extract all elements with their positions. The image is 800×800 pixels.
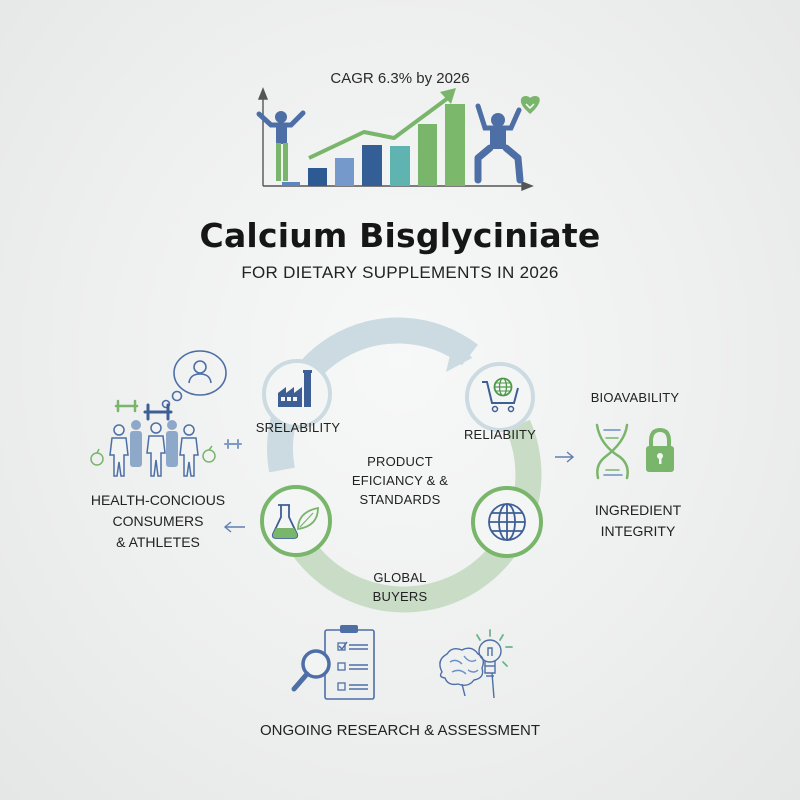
dumbbell-icon [114, 399, 242, 449]
node-label-reliabiity: RELIABIITY [463, 427, 537, 442]
consumers-athletes-label: HEALTH-CONCIOUS CONSUMERS & ATHLETES [90, 492, 226, 550]
trend-arrow-icon [308, 88, 456, 160]
arrow-right-icon [555, 451, 575, 463]
dna-icon [595, 423, 629, 480]
page-subtitle: FOR DIETARY SUPPLEMENTS IN 2026 [241, 263, 559, 282]
factory-icon [278, 370, 312, 407]
people-group-icon [109, 420, 199, 477]
node-label-srelability: SRELABILITY [255, 420, 341, 435]
flask-leaf-icon [271, 504, 319, 539]
global-buyers-label: GLOBAL BUYERS [372, 570, 428, 604]
apple-icon [90, 445, 216, 466]
shopping-cart-globe-icon [482, 377, 519, 413]
bar-1 [282, 182, 300, 186]
bar-4 [362, 145, 382, 186]
bar-6 [418, 124, 437, 186]
padlock-icon [646, 427, 674, 472]
bar-7 [445, 104, 465, 186]
cagr-label: CAGR 6.3% by 2026 [330, 70, 470, 87]
globe-icon [488, 503, 526, 541]
bar-3 [335, 158, 354, 186]
squatting-person-heart-icon [474, 96, 540, 184]
cycle-center-label: PRODUCT EFICIANCY & & STANDARDS [351, 454, 449, 507]
research-assessment-label: ONGOING RESEARCH & ASSESSMENT [259, 722, 541, 739]
page-title: Calcium Bisglyciniate [199, 216, 601, 255]
bioavailability-label: BIOAVABILITY [590, 390, 680, 405]
bar-2 [308, 168, 327, 186]
arrow-left-icon [223, 521, 245, 533]
bar-5 [390, 146, 410, 186]
thought-bubble-user-icon [161, 350, 227, 409]
brain-lightbulb-icon [439, 629, 513, 699]
cycle-arrowhead-icon [446, 334, 472, 372]
clipboard-magnifier-icon [291, 625, 375, 700]
cheering-person-icon [256, 110, 306, 181]
chart-bars [282, 104, 465, 186]
ingredient-integrity-label: INGREDIENT INTEGRITY [594, 502, 682, 539]
